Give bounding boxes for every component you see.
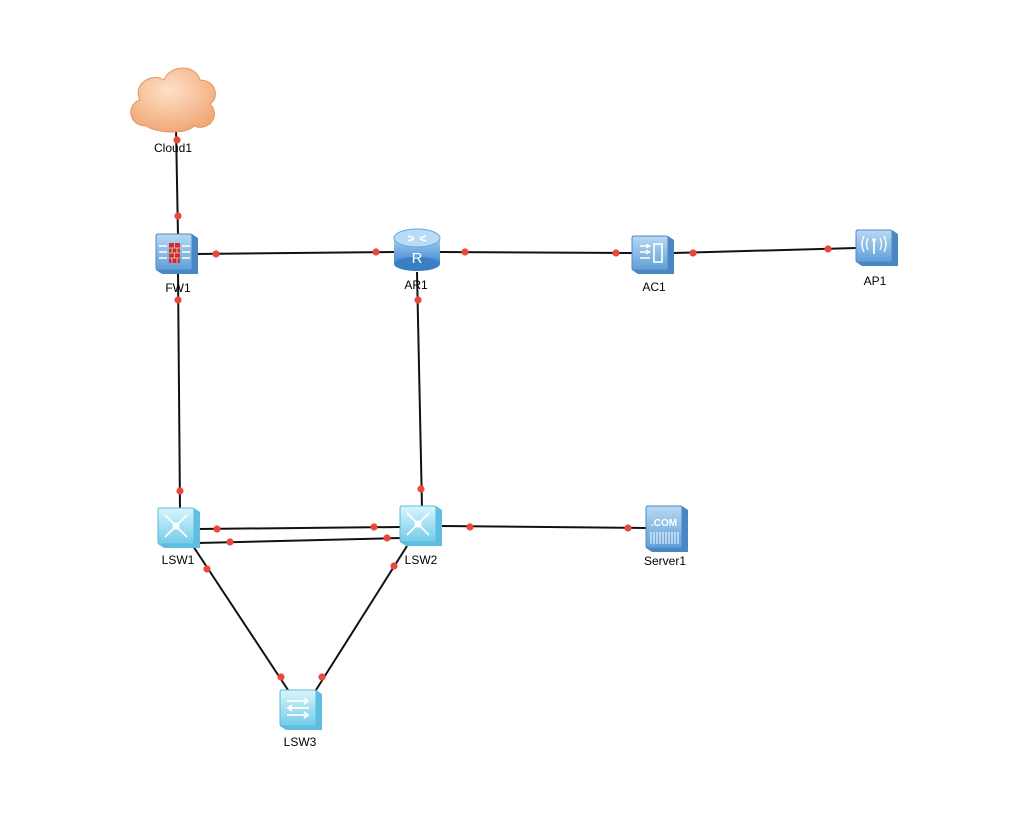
- port-fw1-down: [174, 296, 182, 304]
- link-lsw1-lsw2-a[interactable]: [197, 526, 401, 530]
- core-switch-icon: [399, 505, 442, 546]
- port-ar1-right: [461, 248, 469, 256]
- port-lsw3-left: [277, 673, 285, 681]
- device-ac1[interactable]: AC1: [631, 235, 674, 294]
- router-icon: R: [393, 228, 441, 271]
- device-label: LSW3: [284, 735, 317, 749]
- port-ap1-left: [824, 245, 832, 253]
- device-label: AC1: [642, 280, 666, 294]
- port-ac1-left: [612, 249, 620, 257]
- link-fw1-ar1[interactable]: [195, 251, 397, 255]
- port-lsw3-right: [318, 673, 326, 681]
- port-lsw1-down: [203, 565, 211, 573]
- link-lsw2-lsw3[interactable]: [315, 545, 408, 691]
- port-server1-left: [624, 524, 632, 532]
- ports: [173, 136, 832, 681]
- port-lsw1-up: [176, 487, 184, 495]
- device-label: Cloud1: [154, 141, 192, 155]
- port-lsw1-right-b: [226, 538, 234, 546]
- firewall-icon: [155, 233, 198, 274]
- port-ar1-down: [414, 296, 422, 304]
- device-label: LSW2: [405, 553, 438, 567]
- port-lsw2-right: [466, 523, 474, 531]
- port-lsw2-up: [417, 485, 425, 493]
- cloud-icon: [130, 67, 216, 133]
- device-fw1[interactable]: FW1: [155, 233, 198, 295]
- link-lsw2-server1[interactable]: [441, 525, 647, 529]
- port-fw1-right: [212, 250, 220, 258]
- port-lsw2-down: [390, 562, 398, 570]
- core-switch-icon: [157, 507, 200, 548]
- server-badge: .COM: [651, 518, 677, 529]
- port-lsw1-right-a: [213, 525, 221, 533]
- device-label: FW1: [165, 281, 191, 295]
- port-lsw2-left-b: [383, 534, 391, 542]
- device-label: AP1: [864, 274, 887, 288]
- device-lsw2[interactable]: LSW2: [399, 505, 442, 567]
- device-ap1[interactable]: AP1: [855, 229, 898, 288]
- port-ar1-left: [372, 248, 380, 256]
- device-label: LSW1: [162, 553, 195, 567]
- link-ar1-lsw2[interactable]: [416, 271, 423, 509]
- port-cloud1-down: [173, 136, 181, 144]
- access-switch-icon: [279, 689, 322, 730]
- links: [175, 127, 857, 691]
- device-server1[interactable]: .COM Server1: [644, 505, 688, 568]
- access-point-icon: [855, 229, 898, 266]
- device-cloud1[interactable]: Cloud1: [130, 67, 216, 155]
- device-label: AR1: [404, 278, 428, 292]
- svg-text:R: R: [412, 250, 423, 267]
- device-lsw3[interactable]: LSW3: [279, 689, 322, 749]
- server-icon: .COM: [645, 505, 688, 552]
- device-lsw1[interactable]: LSW1: [157, 507, 200, 567]
- device-ar1[interactable]: R AR1: [393, 228, 441, 292]
- link-ar1-ac1[interactable]: [439, 251, 633, 254]
- link-fw1-lsw1[interactable]: [177, 271, 181, 511]
- port-fw1-up: [174, 212, 182, 220]
- device-label: Server1: [644, 554, 686, 568]
- port-ac1-right: [689, 249, 697, 257]
- port-lsw2-left-a: [370, 523, 378, 531]
- access-controller-icon: [631, 235, 674, 274]
